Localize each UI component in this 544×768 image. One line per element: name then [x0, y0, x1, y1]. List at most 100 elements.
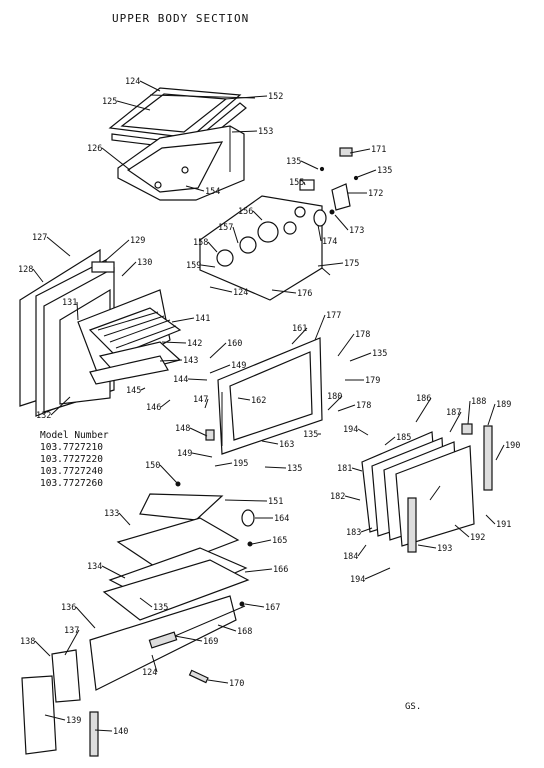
part-number-label: 194	[350, 575, 365, 585]
part-number-label: 125	[102, 97, 117, 107]
part-callout-131: 131	[62, 298, 79, 321]
part-number-label: 181	[337, 464, 352, 474]
leader-line	[384, 436, 396, 446]
part-callout-194: 194	[350, 567, 391, 585]
leader-line	[214, 462, 233, 467]
part-callout-178: 178	[337, 330, 370, 357]
leader-line	[237, 397, 251, 401]
part-number-label: 144	[173, 375, 188, 385]
part-callout-173: 173	[334, 214, 364, 236]
part-number-label: 131	[62, 298, 77, 308]
leader-line	[76, 301, 79, 321]
leader-line	[44, 714, 66, 721]
part-callout-153: 153	[231, 127, 273, 137]
part-callout-175: 175	[317, 259, 359, 269]
part-callout-147: 147	[193, 395, 209, 409]
leader-line	[251, 539, 272, 545]
part-number-label: 135	[303, 430, 318, 440]
part-number-label: 182	[330, 492, 345, 502]
part-callout-174: 174	[317, 224, 337, 247]
part-callout-157: 157	[218, 223, 239, 244]
drawer-front-assembly	[21, 595, 246, 757]
part-callout-162: 162	[237, 396, 266, 406]
part-callout-156: 156	[238, 207, 263, 221]
leader-line	[351, 467, 363, 472]
leader-line	[314, 314, 326, 341]
part-number-label: 151	[268, 497, 283, 507]
door-frame	[205, 337, 323, 455]
part-number-label: 140	[113, 727, 128, 737]
part-number-label: 176	[297, 289, 312, 299]
leader-line	[232, 226, 239, 244]
part-number-label: 169	[203, 637, 218, 647]
leader-line	[264, 466, 287, 469]
part-callout-191: 191	[485, 514, 511, 530]
leader-line	[64, 629, 80, 656]
part-callout-141: 141	[171, 314, 210, 324]
leader-line	[116, 100, 151, 111]
part-callout-140: 140	[94, 727, 128, 737]
part-number-label: 135	[286, 157, 301, 167]
leader-line	[101, 147, 131, 171]
model-number: 103.7727210	[40, 442, 103, 453]
part-number-label: 191	[496, 520, 511, 530]
part-callout-143: 143	[159, 356, 198, 366]
part-callout-137: 137	[64, 626, 80, 656]
part-number-label: 173	[349, 226, 364, 236]
leader-line	[334, 214, 349, 231]
part-callout-177: 177	[314, 311, 341, 341]
leader-line	[495, 444, 505, 461]
part-number-label: 150	[145, 461, 160, 471]
part-number-label: 135	[372, 349, 387, 359]
part-callout-124: 124	[209, 286, 248, 298]
diagram-code: GS.	[405, 702, 422, 712]
part-callout-145: 145	[126, 386, 146, 396]
part-number-label: 163	[279, 440, 294, 450]
leader-line	[217, 624, 237, 632]
part-number-label: 170	[229, 679, 244, 689]
part-callout-190: 190	[495, 441, 520, 461]
leader-line	[231, 130, 258, 133]
leader-line	[185, 185, 205, 192]
leader-line	[209, 286, 233, 293]
part-number-label: 186	[416, 394, 431, 404]
part-number-label: 195	[233, 459, 248, 469]
leader-line	[140, 387, 146, 391]
model-number: 103.7727220	[40, 454, 103, 465]
part-callout-193: 193	[417, 544, 452, 554]
leader-line	[160, 399, 171, 408]
part-callout-132: 132	[36, 396, 71, 421]
part-number-label: 126	[87, 144, 102, 154]
part-callout-136: 136	[61, 603, 96, 629]
part-number-label: 179	[365, 376, 380, 386]
leader-line	[344, 495, 361, 501]
oven-door	[361, 423, 493, 553]
part-callout-135: 135	[286, 157, 319, 170]
leader-line	[454, 524, 470, 538]
vent-housing	[117, 125, 245, 201]
part-callout-155: 155	[289, 178, 306, 188]
leader-line	[349, 148, 371, 154]
part-callout-176: 176	[271, 289, 312, 299]
part-number-label: 149	[231, 361, 246, 371]
part-callout-133: 133	[104, 509, 131, 526]
leader-line	[349, 352, 372, 362]
leader-line	[151, 654, 158, 673]
oven-rack	[88, 307, 182, 385]
part-number-label: 159	[186, 261, 201, 271]
part-number-label: 187	[446, 408, 461, 418]
part-callout-194: 194	[343, 425, 369, 436]
part-number-label: 185	[396, 433, 411, 443]
part-number-label: 190	[505, 441, 520, 451]
part-number-label: 136	[61, 603, 76, 613]
leader-line	[485, 514, 496, 525]
model-heading: Model Number	[40, 430, 109, 441]
part-number-label: 157	[218, 223, 233, 233]
leader-line	[357, 428, 369, 436]
model-number: 103.7727240	[40, 466, 103, 477]
part-number-label: 168	[237, 627, 252, 637]
control-panel	[199, 195, 331, 301]
part-number-label: 134	[87, 562, 102, 572]
leader-line	[467, 400, 471, 425]
